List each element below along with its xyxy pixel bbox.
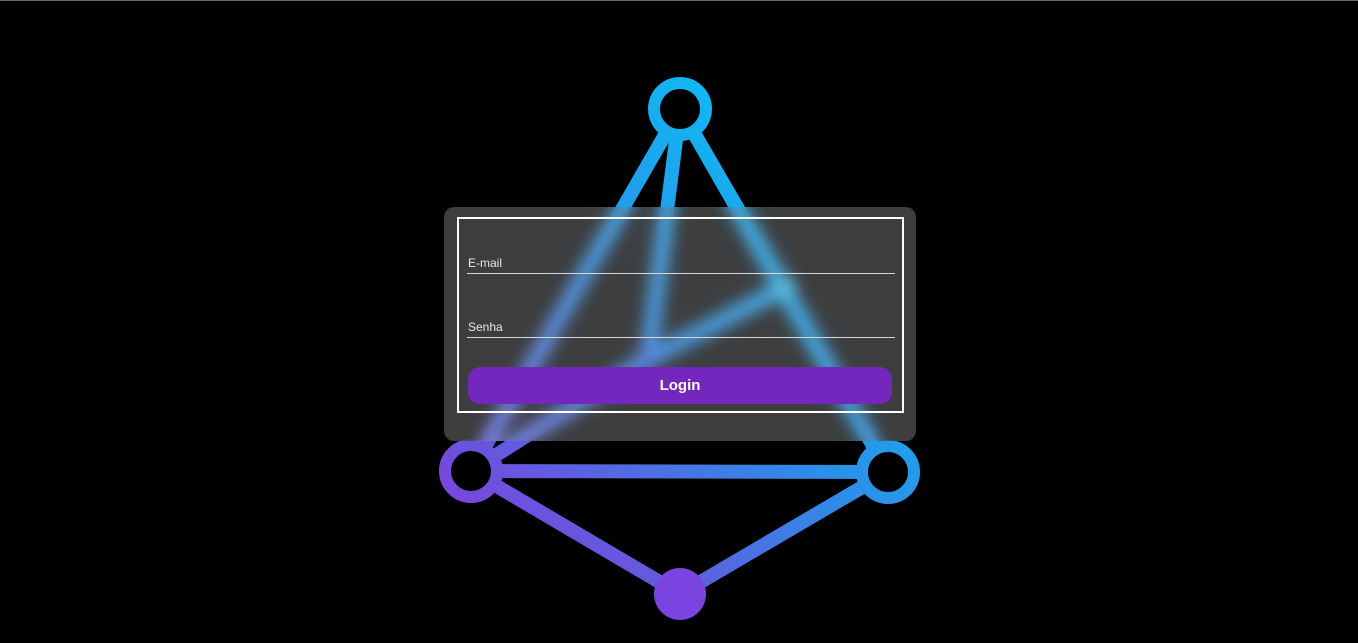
login-button[interactable]: Login <box>468 367 892 404</box>
node-bottom <box>654 568 706 620</box>
login-card: E-mail Senha Login <box>444 207 916 441</box>
email-label: E-mail <box>468 256 503 270</box>
edge-left-right <box>464 464 895 479</box>
password-field[interactable]: Senha <box>467 313 895 338</box>
node-left <box>439 439 503 503</box>
node-top <box>648 77 712 141</box>
edge-right-bottom <box>673 465 895 601</box>
node-right <box>856 440 920 504</box>
email-field[interactable]: E-mail <box>467 249 895 274</box>
login-form-frame <box>457 217 904 413</box>
password-label: Senha <box>468 320 503 334</box>
edge-left-bottom <box>464 464 687 601</box>
